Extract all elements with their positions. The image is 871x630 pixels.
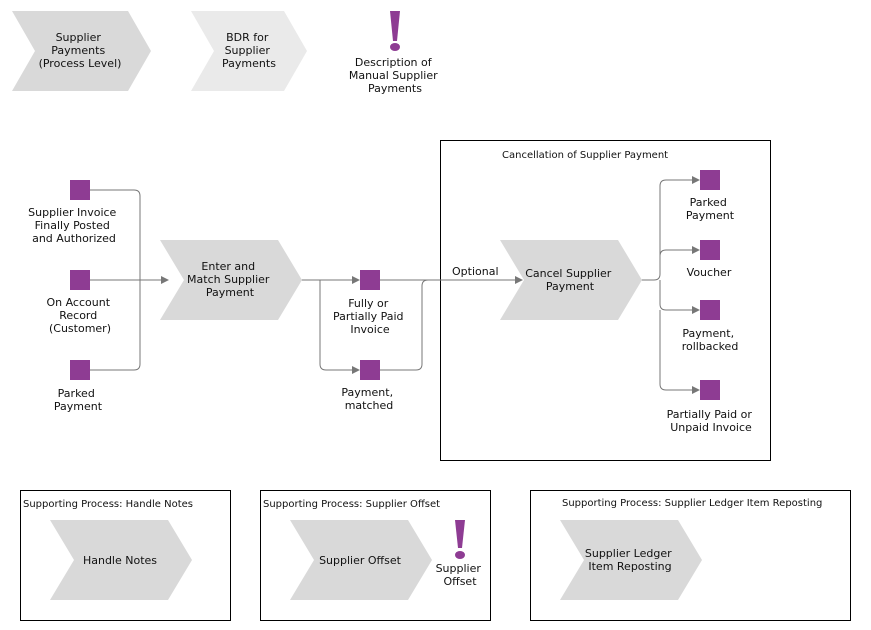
supporting-ledger-reposting: Supporting Process: Supplier Ledger Item… <box>530 490 851 621</box>
svg-text:Supplier Offset: Supplier Offset <box>319 554 402 567</box>
event-parked-payment-input[interactable]: Parked Payment <box>54 360 103 413</box>
svg-text:Supplier Payments: Supplier Payments (Process Level) <box>39 31 122 70</box>
svg-text:Handle Notes: Handle Notes <box>83 554 157 567</box>
svg-text:Supplier Invoice Finally: Supplier Invoice Finally Posted and Auth… <box>28 206 120 245</box>
svg-text:Parked Payment: Parked Payment <box>686 196 735 222</box>
svg-text:Description of Manual Su: Description of Manual Supplier Payments <box>349 56 441 95</box>
supporting-title: Supporting Process: Handle Notes <box>23 499 193 510</box>
supplier-offset-process[interactable]: Supplier Offset <box>290 520 432 600</box>
svg-text:Payment, rollbacked: Payment, rollbacked <box>682 327 739 353</box>
supporting-title: Supporting Process: Supplier Offset <box>263 499 440 510</box>
handle-notes-process[interactable]: Handle Notes <box>50 520 192 600</box>
exclamation-icon <box>390 11 400 41</box>
bdr-chevron[interactable]: BDR for Supplier Payments <box>191 11 307 91</box>
svg-text:On Account Record: On Account Record (Customer) <box>46 296 113 335</box>
manual-description-note[interactable]: Description of Manual Supplier Payments <box>349 11 441 95</box>
svg-text:Supplier Ledger Item R: Supplier Ledger Item Reposting <box>585 547 675 573</box>
event-supplier-invoice-posted[interactable]: Supplier Invoice Finally Posted and Auth… <box>28 180 120 245</box>
svg-text:Cancel Supplier Payment: Cancel Supplier Payment <box>525 267 615 293</box>
event-voucher[interactable]: Voucher <box>687 240 732 279</box>
svg-text:Supplier Offset: Supplier Offset <box>436 562 485 588</box>
event-partially-paid-unpaid[interactable]: Partially Paid or Unpaid Invoice <box>667 380 756 434</box>
cancel-supplier-payment-process[interactable]: Cancel Supplier Payment <box>500 240 642 320</box>
svg-text:BDR for Supplier P: BDR for Supplier Payments <box>222 31 276 70</box>
supporting-handle-notes: Supporting Process: Handle Notes Handle … <box>20 490 231 621</box>
enter-match-process[interactable]: Enter and Match Supplier Payment <box>160 240 302 320</box>
connectors <box>90 176 700 394</box>
event-on-account-record[interactable]: On Account Record (Customer) <box>46 270 113 335</box>
optional-label: Optional <box>452 265 499 278</box>
exclamation-icon <box>455 520 465 548</box>
supplier-offset-note[interactable]: Supplier Offset <box>436 520 485 588</box>
svg-text:Partially Paid or Unpaid: Partially Paid or Unpaid Invoice <box>667 408 756 434</box>
event-payment-matched[interactable]: Payment, matched <box>341 360 396 412</box>
event-parked-payment-outcome[interactable]: Parked Payment <box>686 170 735 222</box>
cancellation-frame <box>440 140 771 461</box>
cancellation-title: Cancellation of Supplier Payment <box>502 150 668 161</box>
event-payment-rollbacked[interactable]: Payment, rollbacked <box>682 300 739 353</box>
ledger-reposting-process[interactable]: Supplier Ledger Item Reposting <box>560 520 702 600</box>
svg-text:Voucher: Voucher <box>687 266 732 279</box>
supporting-title: Supporting Process: Supplier Ledger Item… <box>562 498 822 509</box>
svg-text:Fully or Partially Paid: Fully or Partially Paid Invoice <box>333 297 407 336</box>
process-level-chevron[interactable]: Supplier Payments (Process Level) <box>12 11 151 91</box>
supporting-supplier-offset: Supporting Process: Supplier Offset Supp… <box>260 490 491 621</box>
svg-text:Enter and Match Supplier: Enter and Match Supplier Payment <box>187 260 273 299</box>
svg-text:Parked Payment: Parked Payment <box>54 387 103 413</box>
svg-text:Payment, matched: Payment, matched <box>341 386 396 412</box>
event-fully-partially-paid[interactable]: Fully or Partially Paid Invoice <box>333 270 407 336</box>
